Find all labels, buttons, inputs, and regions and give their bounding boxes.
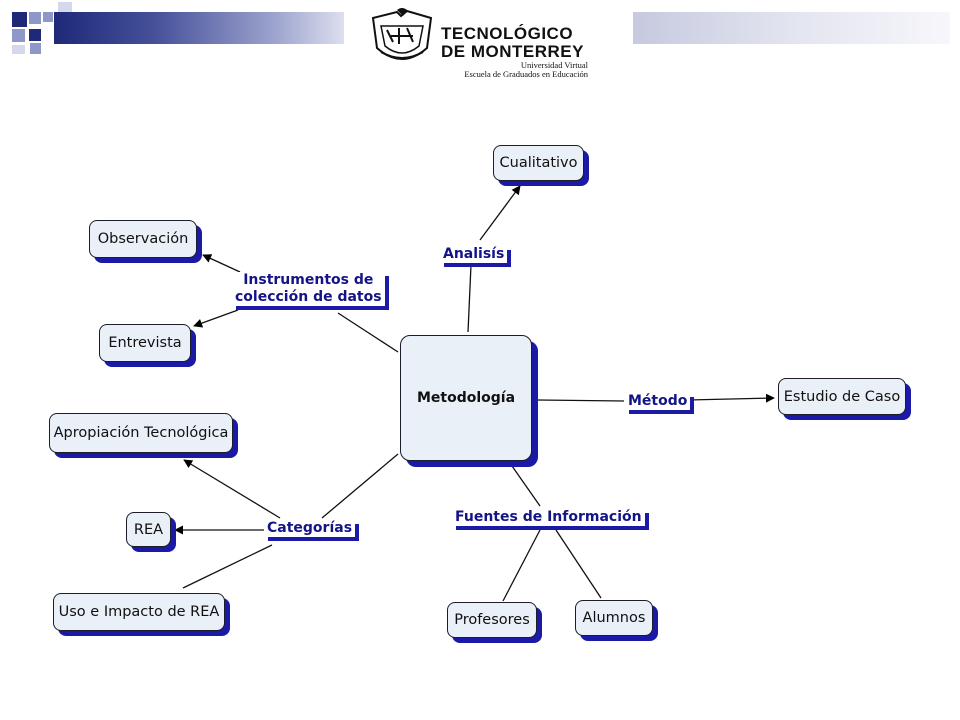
concept-node-entrevista[interactable]: Entrevista <box>99 324 191 362</box>
header-square <box>43 12 53 22</box>
logo-subtitle-line1: Universidad Virtual <box>520 60 588 70</box>
link-arrow <box>479 185 521 241</box>
header-square <box>12 45 25 54</box>
link-label-metodo: Método <box>625 393 691 410</box>
link-label-instrumentos: Instrumentos de colección de datos <box>232 272 385 306</box>
concept-node-cualitativo[interactable]: Cualitativo <box>493 145 584 181</box>
header-square <box>12 12 27 27</box>
header-square <box>29 29 41 41</box>
header-gradient-bar-left <box>54 12 344 44</box>
concept-node-apropiacion-tecnologica[interactable]: Apropiación Tecnológica <box>49 413 233 453</box>
link-line <box>337 312 399 353</box>
link-label-instrumentos-line1: Instrumentos de <box>243 272 374 288</box>
link-line <box>321 453 399 519</box>
link-label-analisis: Analisís <box>440 246 508 263</box>
link-line <box>555 529 602 599</box>
concept-node-estudio-de-caso[interactable]: Estudio de Caso <box>778 378 906 415</box>
link-arrow <box>687 393 775 403</box>
link-arrow <box>183 459 281 519</box>
header-square <box>29 12 41 24</box>
concept-node-uso-impacto-rea[interactable]: Uso e Impacto de REA <box>53 593 225 631</box>
link-arrow <box>193 309 239 328</box>
concept-node-rea[interactable]: REA <box>126 512 171 547</box>
link-line <box>182 544 273 589</box>
link-line <box>467 264 472 333</box>
link-arrow <box>202 254 241 273</box>
link-label-categorias: Categorías <box>264 520 356 537</box>
institution-logo: TECNOLÓGICO DE MONTERREY Universidad Vir… <box>345 6 633 79</box>
concept-node-observacion[interactable]: Observación <box>89 220 197 258</box>
link-label-instrumentos-line2: colección de datos <box>235 289 382 305</box>
link-line <box>502 529 541 602</box>
logo-subtitle-line2: Escuela de Graduados en Educación <box>464 69 588 79</box>
header-square <box>12 29 25 42</box>
header-square <box>58 2 72 12</box>
header-gradient-bar-right <box>630 12 950 44</box>
link-line <box>537 399 625 402</box>
header-square <box>30 43 41 54</box>
concept-node-metodologia[interactable]: Metodología <box>400 335 532 461</box>
link-line <box>511 465 541 507</box>
link-label-fuentes: Fuentes de Información <box>452 509 645 526</box>
logo-title-line1: TECNOLÓGICO <box>441 24 574 43</box>
crest-icon <box>371 8 433 60</box>
logo-title-line2: DE MONTERREY <box>441 42 584 61</box>
concept-node-profesores[interactable]: Profesores <box>447 602 537 638</box>
concept-node-alumnos[interactable]: Alumnos <box>575 600 653 636</box>
